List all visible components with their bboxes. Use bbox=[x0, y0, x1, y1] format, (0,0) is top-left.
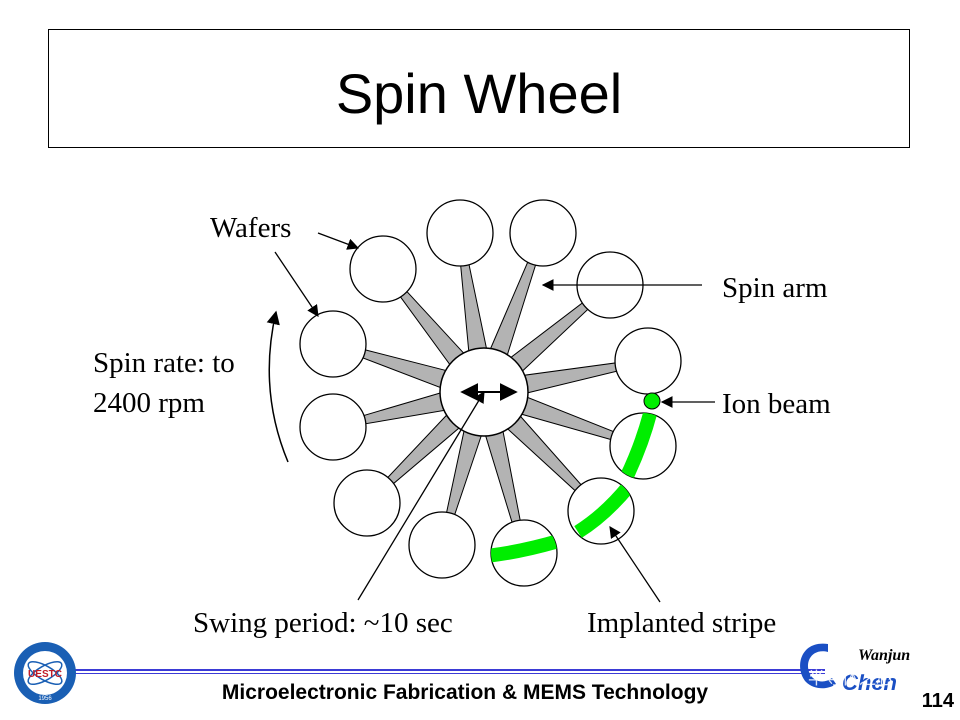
footer-title: Microelectronic Fabrication & MEMS Techn… bbox=[221, 681, 709, 704]
spin-rate-label-line1: Spin rate: to bbox=[93, 347, 235, 379]
spin-arm-8 bbox=[445, 429, 483, 519]
wafers-pointer-2 bbox=[274, 251, 319, 317]
watermark-text: 半导体之芯 bbox=[808, 669, 893, 689]
wafer-1 bbox=[426, 199, 494, 267]
chen-logo-icon: Wanjun Chen 半导体之芯 bbox=[800, 643, 910, 695]
spin-arm-3 bbox=[509, 300, 592, 373]
page-number: 114 bbox=[921, 690, 954, 712]
wafers-label: Wafers bbox=[210, 212, 291, 244]
swing-period-label: Swing period: ~10 sec bbox=[193, 607, 453, 639]
spin-arm-1 bbox=[459, 260, 488, 353]
swing-period-pointer bbox=[357, 390, 485, 601]
spin-arm-4 bbox=[523, 361, 621, 394]
spin-arm-12 bbox=[397, 288, 466, 366]
spin-arm-11 bbox=[358, 348, 448, 389]
uestc-logo-text: UESTC bbox=[28, 669, 62, 680]
wafers-pointer-1 bbox=[317, 232, 360, 250]
uestc-logo-icon: UESTC 1956 bbox=[14, 642, 76, 704]
spin-rate-label-line2: 2400 rpm bbox=[93, 387, 205, 419]
title-box: Spin Wheel bbox=[48, 29, 910, 148]
uestc-logo-year: 1956 bbox=[38, 696, 52, 702]
spin-arms bbox=[358, 258, 621, 527]
wafer-2 bbox=[509, 199, 577, 267]
chen-logo-text: Chen bbox=[842, 670, 897, 695]
page-title: Spin Wheel bbox=[335, 62, 623, 125]
wafer-12 bbox=[349, 235, 417, 303]
footer-rule bbox=[75, 669, 825, 671]
ion-beam-spot bbox=[643, 392, 661, 410]
implanted-stripes bbox=[491, 413, 658, 563]
spin-arm-10 bbox=[359, 392, 446, 425]
wafer-8 bbox=[408, 511, 476, 579]
implanted-stripe-label: Implanted stripe bbox=[587, 607, 776, 639]
spin-arm-2 bbox=[489, 258, 538, 357]
wafer-11 bbox=[299, 310, 367, 378]
implanted-stripe-pointer bbox=[609, 526, 661, 603]
wafer-10 bbox=[299, 393, 367, 461]
spin-direction-arrow bbox=[266, 310, 289, 463]
wafer-9 bbox=[333, 469, 401, 537]
implanted-stripe-3 bbox=[619, 413, 658, 479]
implanted-stripe-1 bbox=[491, 533, 557, 563]
ion-beam-label: Ion beam bbox=[722, 388, 831, 420]
wafer-4 bbox=[614, 327, 682, 395]
spin-arm-label: Spin arm bbox=[722, 272, 828, 304]
chen-logo-script: Wanjun bbox=[858, 647, 910, 664]
implanted-stripe-2 bbox=[574, 482, 634, 538]
footer-rule-thin bbox=[75, 673, 825, 674]
spin-arm-7 bbox=[484, 429, 522, 527]
